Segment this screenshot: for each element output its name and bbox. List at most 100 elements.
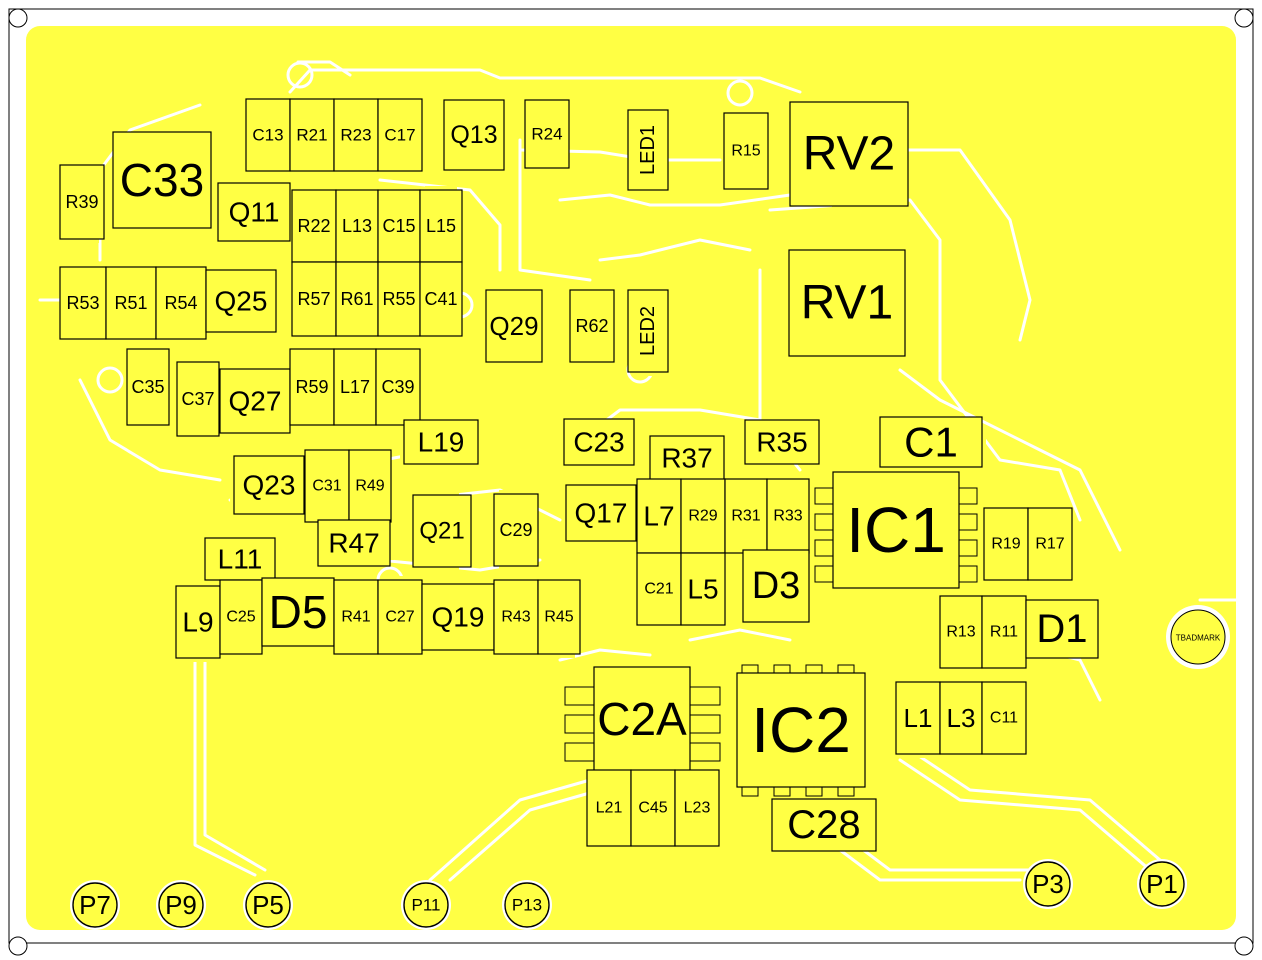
footprint-outline xyxy=(217,182,291,242)
footprint-outline xyxy=(377,261,421,337)
component-label: C28 xyxy=(787,803,860,847)
component-r24: R24 xyxy=(524,99,570,169)
footprint-outline xyxy=(335,189,379,263)
component-r15: R15 xyxy=(723,112,769,190)
mark-label: TBADMARK xyxy=(1176,634,1221,643)
component-label: RV2 xyxy=(803,128,896,181)
mounting-hole xyxy=(1234,936,1254,956)
mark-disc xyxy=(1170,609,1226,665)
component-c35: C35 xyxy=(126,348,170,426)
footprint-outline xyxy=(636,552,682,626)
component-c25: C25 xyxy=(219,579,263,655)
footprint-outline xyxy=(205,269,277,333)
component-c13: C13 xyxy=(245,98,291,172)
component-label: LED2 xyxy=(637,306,659,356)
component-label: C25 xyxy=(226,609,255,626)
footprint-outline xyxy=(593,666,691,772)
footprint-outline xyxy=(1025,599,1099,659)
component-led1: LED1 xyxy=(627,109,669,191)
component-label: D1 xyxy=(1036,607,1087,651)
mounting-hole xyxy=(8,936,28,956)
ic-pin xyxy=(564,686,596,706)
component-label: L15 xyxy=(426,216,456,236)
component-label: C1 xyxy=(904,419,958,466)
component-r54: R54 xyxy=(155,266,207,340)
component-label: Q23 xyxy=(243,470,296,501)
footprint-outline xyxy=(939,681,983,755)
component-l13: L13 xyxy=(335,189,379,263)
trace xyxy=(378,178,502,272)
component-c17: C17 xyxy=(377,98,423,172)
component-r61: R61 xyxy=(335,261,379,337)
component-r55: R55 xyxy=(377,261,421,337)
footprint-outline xyxy=(939,595,983,669)
ic-pin xyxy=(564,742,596,762)
component-label: LED1 xyxy=(637,125,659,175)
footprint-outline xyxy=(832,471,960,589)
component-r13: R13 xyxy=(939,595,983,669)
fiducial-mark: TBADMARK xyxy=(1166,605,1230,669)
footprint-outline xyxy=(412,494,472,568)
component-label: R54 xyxy=(164,293,197,313)
component-label: Q11 xyxy=(229,197,280,228)
footprint-outline xyxy=(879,416,983,468)
component-q13: Q13 xyxy=(443,99,505,171)
test-point-label: P1 xyxy=(1146,869,1178,899)
component-l1: L1 xyxy=(895,681,941,755)
mounting-hole xyxy=(1234,8,1254,28)
component-label: R59 xyxy=(295,377,328,397)
component-label: R47 xyxy=(328,528,379,559)
trace xyxy=(193,638,257,877)
component-q17: Q17 xyxy=(565,484,637,542)
footprint-outline xyxy=(377,98,423,172)
component-d5: D5 xyxy=(261,577,335,647)
component-q21: Q21 xyxy=(412,494,472,568)
footprint-outline xyxy=(333,348,377,426)
component-label: R43 xyxy=(501,609,530,626)
footprint-outline xyxy=(674,769,720,847)
component-label: Q17 xyxy=(575,498,628,529)
component-label: R15 xyxy=(731,143,760,160)
footprint-outline xyxy=(524,99,570,169)
component-label: R61 xyxy=(340,289,373,309)
component-r49: R49 xyxy=(348,449,392,523)
test-point-label: P5 xyxy=(252,890,284,920)
component-l19: L19 xyxy=(403,419,479,465)
trace xyxy=(448,788,602,882)
ic-pin xyxy=(814,487,834,505)
component-r29: R29 xyxy=(680,478,726,554)
component-c21: C21 xyxy=(636,552,682,626)
component-label: C39 xyxy=(381,377,414,397)
test-point-label: P13 xyxy=(512,896,542,915)
component-d1: D1 xyxy=(1025,599,1099,659)
via-ring xyxy=(726,79,754,107)
footprint-outline xyxy=(421,583,495,651)
footprint-outline xyxy=(105,266,157,340)
component-label: R57 xyxy=(297,289,330,309)
footprint-outline xyxy=(304,449,350,523)
component-label: R29 xyxy=(688,508,717,525)
component-r47: R47 xyxy=(317,519,391,567)
trace xyxy=(78,378,222,482)
component-l5: L5 xyxy=(680,552,726,626)
footprint-outline xyxy=(291,261,337,337)
component-label: C45 xyxy=(638,800,667,817)
component-label: C41 xyxy=(424,289,457,309)
component-label: C13 xyxy=(252,126,283,145)
footprint-outline xyxy=(245,98,291,172)
component-label: R41 xyxy=(341,609,370,626)
component-label: C17 xyxy=(384,126,415,145)
component-r21: R21 xyxy=(289,98,335,172)
component-label: L13 xyxy=(342,216,372,236)
component-r62: R62 xyxy=(569,289,615,363)
component-c11: C11 xyxy=(981,681,1027,755)
component-c23: C23 xyxy=(563,418,635,466)
component-label: Q27 xyxy=(229,386,282,417)
footprint-outline xyxy=(419,261,463,337)
footprint-outline xyxy=(723,112,769,190)
footprint-outline xyxy=(175,585,221,659)
component-label: R55 xyxy=(382,289,415,309)
component-label: D5 xyxy=(269,586,328,638)
ic-pin xyxy=(689,686,721,706)
